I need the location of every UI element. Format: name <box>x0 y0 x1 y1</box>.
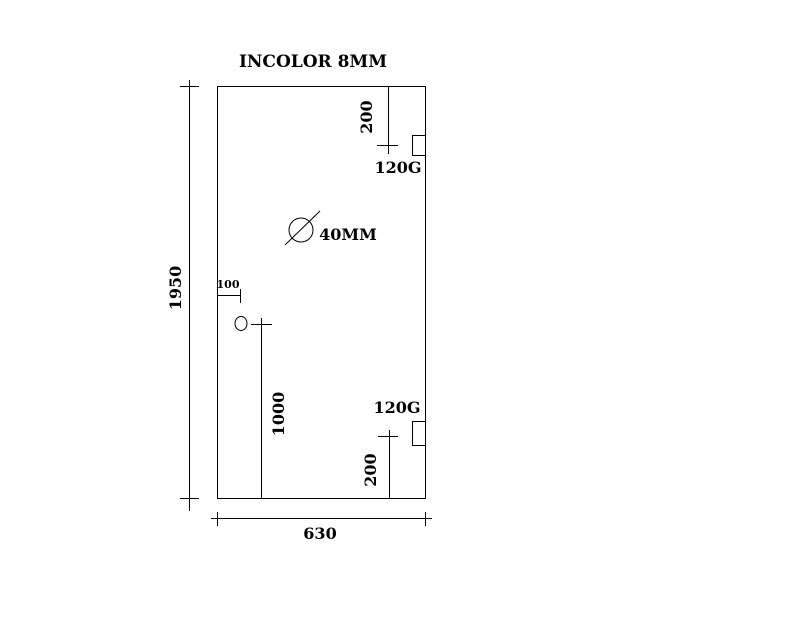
diameter-symbol-slash <box>284 210 321 246</box>
width-dimension-label: 630 <box>303 524 336 543</box>
handle-group: 100 1000 <box>217 278 288 498</box>
handle-height-label: 1000 <box>269 392 288 437</box>
top-hinge-cutout <box>412 135 426 156</box>
hole-group: 40MM <box>284 210 377 246</box>
glass-panel-outline <box>217 86 426 499</box>
top-hinge-label: 120G <box>374 158 421 177</box>
bottom-hinge-cutout <box>412 421 426 446</box>
bottom-hinge-label: 120G <box>373 398 420 417</box>
top-hinge-offset-label: 200 <box>357 100 376 133</box>
bottom-hinge-group: 120G 200 <box>361 398 426 498</box>
handle-hole <box>234 316 248 331</box>
handle-edge-offset-label: 100 <box>217 278 240 291</box>
top-hinge-group: 200 120G <box>357 87 426 177</box>
height-dimension-label: 1950 <box>166 266 185 311</box>
hole-diameter-label: 40MM <box>319 225 377 244</box>
height-dimension: 1950 <box>166 80 199 511</box>
drawing-title: INCOLOR 8MM <box>239 52 387 72</box>
bottom-hinge-offset-label: 200 <box>361 453 380 486</box>
width-dimension: 630 <box>211 512 432 543</box>
